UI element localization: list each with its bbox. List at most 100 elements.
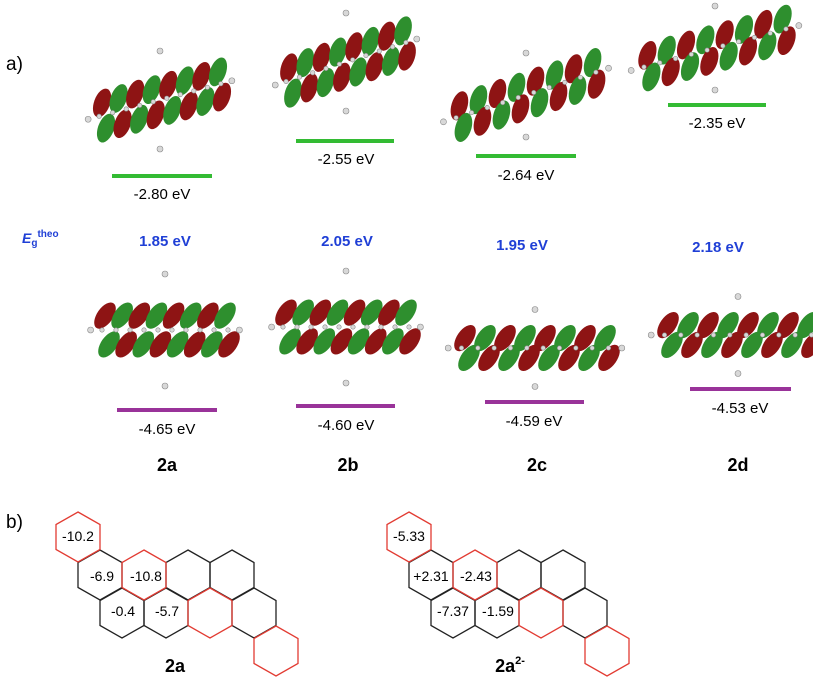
atom xyxy=(531,383,539,390)
lumo-orbital-2d-lobe xyxy=(738,36,758,66)
atom xyxy=(641,64,647,70)
lumo-orbital-2a-lobe xyxy=(208,57,228,87)
lumo-orbital-2b-lobe xyxy=(316,68,335,98)
lumo-orbital-2b-lobe xyxy=(280,53,298,83)
atom xyxy=(531,89,537,95)
lumo-orbital-2c-lobe xyxy=(511,94,530,124)
atom xyxy=(577,74,583,80)
atom xyxy=(500,100,506,106)
atom xyxy=(225,327,231,333)
atom xyxy=(127,327,133,333)
lumo-orbital-2c-lobe xyxy=(454,112,473,142)
compound-label-2a: 2a xyxy=(157,455,178,475)
homo-orbital-2a-lobe xyxy=(183,331,206,358)
hexagon-2a-ring-3 xyxy=(121,549,167,601)
atom xyxy=(350,324,356,330)
lumo-orbital-2a-lobe xyxy=(142,75,161,104)
atom xyxy=(322,324,328,330)
atom xyxy=(390,44,396,50)
homo-orbital-2a-lobe xyxy=(162,302,185,329)
atom xyxy=(294,324,300,330)
lumo-orbital-2d-lobe xyxy=(696,25,715,55)
lumo-orbital-2c-lobe xyxy=(587,69,606,99)
lumo-orbital-2a-lobe xyxy=(175,66,194,96)
lumo-orbital-2a-lobe xyxy=(159,70,178,100)
atom xyxy=(164,95,170,101)
lumo-orbital-2b-lobe xyxy=(361,26,380,56)
lumo-orbital-2b-lobe xyxy=(296,48,315,78)
atom xyxy=(191,88,197,94)
lumo-orbital-2d-lobe xyxy=(657,35,676,65)
atom xyxy=(540,345,546,351)
hexagon-2a2-ring-10 xyxy=(584,625,630,677)
atom xyxy=(123,106,129,112)
lumo-orbital-2c-lobe xyxy=(450,91,469,121)
atom xyxy=(573,345,579,351)
atom xyxy=(444,344,452,352)
homo-levels xyxy=(117,387,791,412)
hexagon-2a-ring-9 xyxy=(231,587,277,639)
homo-orbital-2d-lobe xyxy=(701,331,723,359)
lumo-orbital-2d-lobe xyxy=(758,31,777,61)
hexagon-2a-ring-8 xyxy=(187,587,233,639)
homo-orbital-2b-lobe xyxy=(292,299,314,326)
homo-orbital-2b-lobe xyxy=(275,299,297,326)
hexagon-2a2-ring-3 xyxy=(452,549,498,601)
homo-orbital-2c-lobe xyxy=(514,324,536,352)
lumo-orbital-2c-lobe xyxy=(549,81,568,112)
lumo-orbital-2d-lobe xyxy=(773,4,792,34)
atom xyxy=(688,51,694,57)
atom xyxy=(507,345,513,351)
nics-2a-ring-3: -10.8 xyxy=(130,568,162,584)
homo-orbital-2c-lobe xyxy=(574,324,596,352)
hexagon-2a-ring-10 xyxy=(253,625,299,677)
atom xyxy=(268,323,275,331)
lumo-energy-2c: -2.64 eV xyxy=(498,167,555,184)
atom xyxy=(531,306,539,313)
homo-orbital-2c-lobe xyxy=(498,344,520,372)
atom xyxy=(155,327,161,333)
atom xyxy=(546,84,552,90)
homo-orbital-2c-lobe xyxy=(558,344,580,372)
nics-2a-ring-4: -0.4 xyxy=(111,603,135,619)
lumo-orbital-2d-lobe xyxy=(680,52,700,81)
homo-orbital-2a-lobe xyxy=(218,331,240,358)
atom xyxy=(673,56,679,62)
homo-orbital-2a-lobe xyxy=(201,331,223,358)
atom xyxy=(99,327,105,333)
lumo-orbital-2a-lobe xyxy=(130,104,149,134)
homo-orbital-2d-lobe xyxy=(717,311,739,339)
homo-orbital-2c-lobe xyxy=(454,324,476,352)
hexagon-2a-ring-1 xyxy=(55,511,101,563)
lumo-energy-2a: -2.80 eV xyxy=(134,186,191,203)
atom xyxy=(522,49,530,57)
lumo-orbital-2a-lobe xyxy=(96,113,116,143)
compound-label-2c: 2c xyxy=(527,455,547,475)
lumo-orbital-2b-lobe xyxy=(312,42,331,72)
nics-2a2-ring-1: -5.33 xyxy=(393,528,425,544)
homo-orbital-2c-lobe xyxy=(458,344,480,372)
homo-orbital-2a-lobe xyxy=(166,331,189,358)
homo-orbital-2b-lobe xyxy=(399,328,421,355)
atom xyxy=(156,145,164,153)
atom xyxy=(453,115,459,121)
atom xyxy=(336,61,342,67)
atom xyxy=(711,86,719,94)
orbital-images xyxy=(84,2,813,390)
lumo-orbital-2d-lobe xyxy=(734,15,754,44)
homo-orbital-2d-lobe xyxy=(801,331,813,359)
atom xyxy=(776,332,782,338)
homo-orbital-2b-lobe xyxy=(378,299,400,326)
atom xyxy=(491,345,497,351)
lumo-orbital-2a-lobe xyxy=(192,61,211,91)
homo-orbital-2c-lobe xyxy=(538,344,560,372)
lumo-orbital-2d-lobe xyxy=(642,62,661,92)
nics-2a-ring-2: -6.9 xyxy=(90,568,114,584)
atom xyxy=(661,332,667,338)
homo-orbital-2d-lobe xyxy=(681,331,703,359)
homo-orbital-2c-lobe xyxy=(478,344,500,372)
lumo-orbital-2b-lobe xyxy=(377,21,396,51)
homo-orbital-2a-lobe xyxy=(145,302,168,329)
atom xyxy=(342,107,350,115)
atom xyxy=(218,81,224,87)
